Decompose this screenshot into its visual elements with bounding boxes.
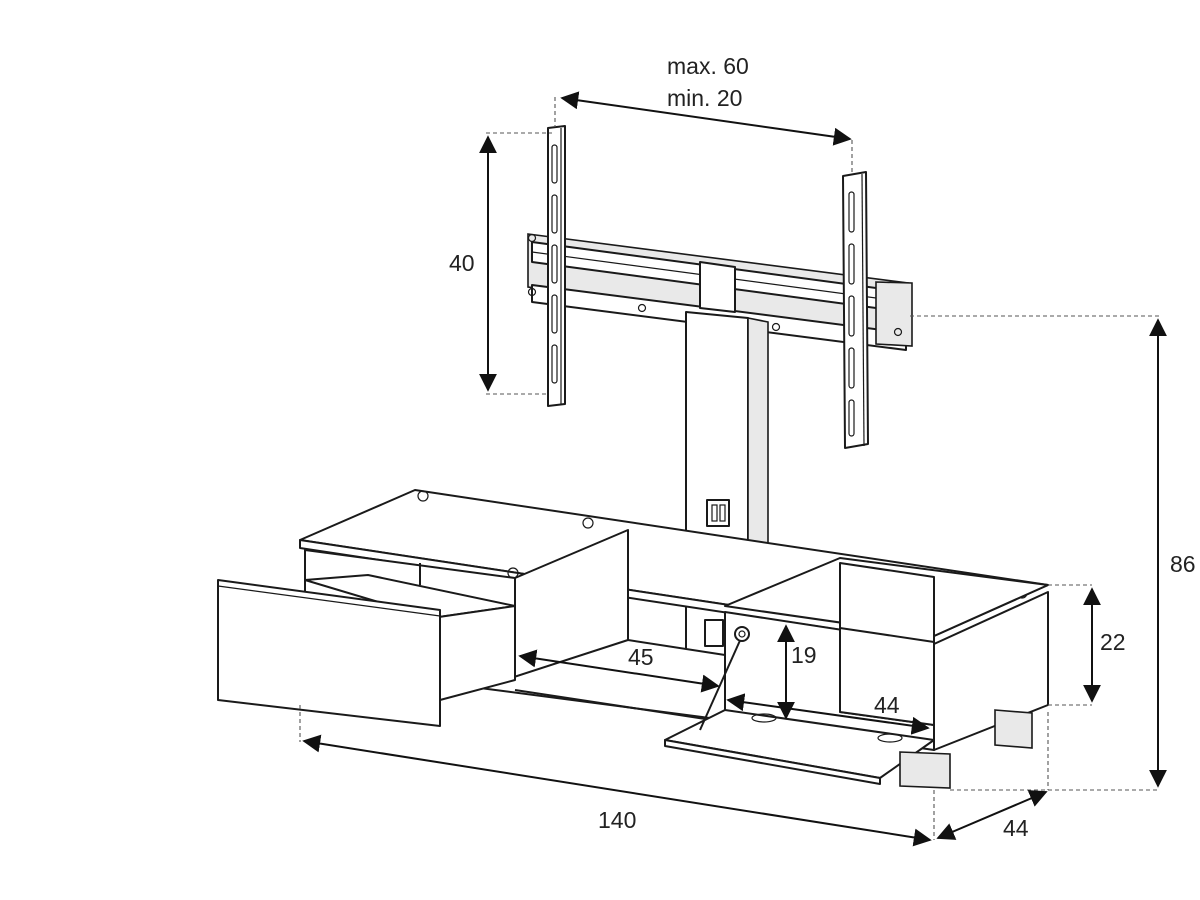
label-compartment-height: 19 xyxy=(791,642,817,668)
label-mount-height: 40 xyxy=(449,250,475,276)
dimension-labels: max. 60 min. 20 40 86 22 19 45 44 140 44 xyxy=(449,53,1196,841)
label-cabinet-height: 22 xyxy=(1100,629,1126,655)
right-vesa-arm xyxy=(842,171,869,449)
label-mount-width-min: min. 20 xyxy=(667,85,742,111)
label-center-width: 45 xyxy=(628,644,654,670)
left-vesa-arm xyxy=(547,125,566,407)
dimension-arrows xyxy=(302,91,1167,847)
left-drawer xyxy=(217,574,516,727)
label-total-height: 86 xyxy=(1170,551,1196,577)
extension-lines xyxy=(299,97,1160,840)
label-compartment-width: 44 xyxy=(874,692,900,718)
label-mount-width-max: max. 60 xyxy=(667,53,749,79)
label-depth: 44 xyxy=(1003,815,1029,841)
label-total-width: 140 xyxy=(598,807,636,833)
